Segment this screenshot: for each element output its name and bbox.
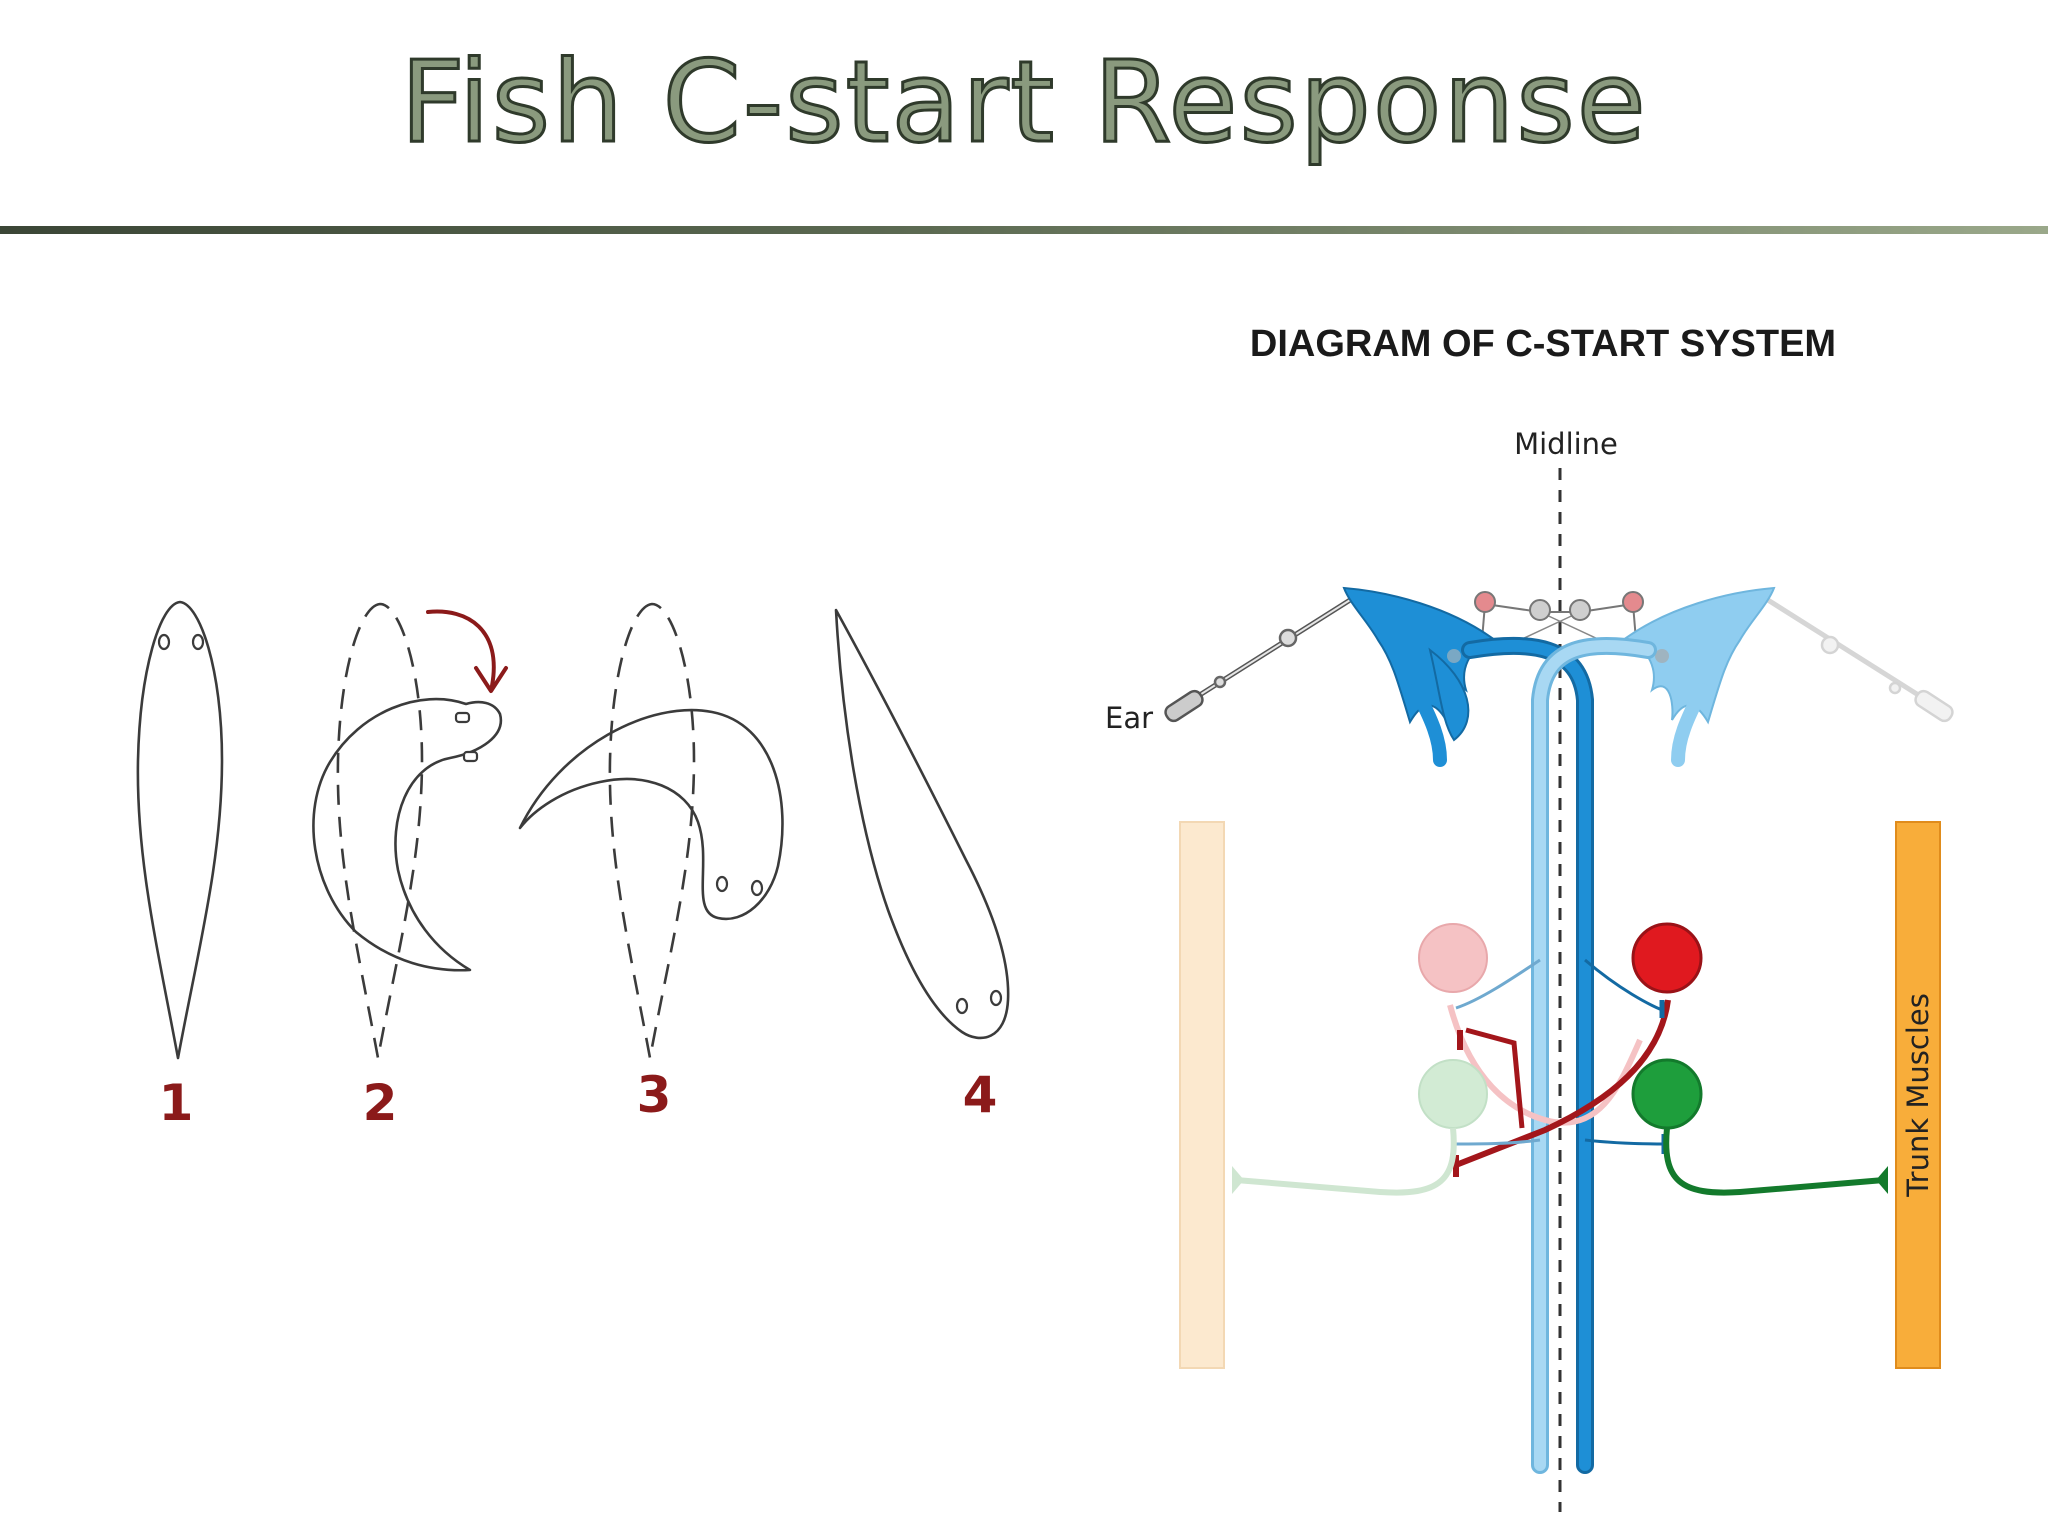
auditory-relay-left [1278,628,1298,648]
commissural-neuron [1474,591,1496,613]
frame-number-3: 3 [637,1066,672,1124]
auditory-relay-right [1820,635,1840,655]
frame-number-2: 2 [363,1074,398,1132]
mauthner-cell-left-lower [1428,647,1470,742]
ear-hair-cell-right [1914,689,1954,723]
ear-hair-cell-left [1164,689,1204,723]
frame-number-1: 1 [159,1074,194,1132]
turn-direction-arrowhead [474,666,508,693]
fish-eye [750,879,764,897]
mauthner-axon-active [1461,636,1594,1474]
mauthner-collateral [1584,1138,1665,1146]
inhibitory-axon-right-branch [1465,1027,1525,1129]
fish-outline [312,697,503,972]
auditory-relay-left [1213,675,1227,689]
mauthner-collateral [1584,958,1663,1012]
mauthner-collateral [1455,958,1541,1010]
mauthner-dendrite-left [1409,683,1447,767]
commissural-neuron [1569,599,1591,621]
fish-eye [955,997,969,1015]
trunk-muscles-label: Trunk Muscles [1901,993,1935,1198]
mauthner-axon-active [1464,639,1591,1471]
motor-neuron-right [1631,1058,1703,1130]
fish-frame-2: 2 [312,602,508,1132]
fish-eye [989,989,1003,1007]
motor-axon-right [1663,1127,1885,1196]
mauthner-cell-right [1624,586,1776,725]
c-start-system-diagram: DIAGRAM OF C-START SYSTEM Midline Trunk … [1105,323,1954,1512]
inhibitory-neuron-left [1418,923,1488,993]
motor-endplate-left [1232,1166,1244,1194]
slide-title: Fish C-start Response [399,37,1648,170]
turn-direction-arrow [426,609,496,688]
motor-neuron-left [1418,1059,1488,1129]
fish-eye [157,633,171,651]
commissural-neuron [1622,591,1644,613]
inhibitory-neuron-right [1631,922,1703,994]
auditory-relay-right [1888,681,1902,695]
fish-ghost-outline [336,602,424,1059]
commissural-neuron [1529,599,1551,621]
diagram-title: DIAGRAM OF C-START SYSTEM [1250,323,1836,365]
midline-label: Midline [1514,427,1618,461]
mauthner-collateral [1455,1138,1541,1146]
mauthner-dendrite-right [1671,683,1709,767]
title-divider [0,226,2048,234]
fish-ghost-outline [608,602,696,1059]
ear-label: Ear [1105,701,1153,735]
fish-outline [136,600,224,1060]
fish-eye [462,750,479,763]
motor-axon-left [1235,1127,1457,1196]
mauthner-soma-left [1447,649,1461,663]
frame-number-4: 4 [963,1066,998,1124]
fish-outline [518,708,784,921]
c-start-sequence: 1 2 3 4 [136,600,1010,1132]
fish-eye [191,633,205,651]
fish-frame-1: 1 [136,600,224,1132]
fish-outline [834,608,1010,1040]
motor-endplate-right [1876,1166,1888,1194]
trunk-muscle-left [1179,821,1225,1369]
inhibitory-axon-right [1454,999,1671,1168]
fish-frame-3: 3 [518,602,784,1124]
mauthner-axon-inactive [1534,639,1654,1471]
fish-eye [454,711,471,724]
fish-frame-4: 4 [834,608,1010,1124]
trunk-muscle-right [1895,821,1941,1369]
fish-eye [715,875,729,893]
mauthner-soma-right [1655,649,1669,663]
